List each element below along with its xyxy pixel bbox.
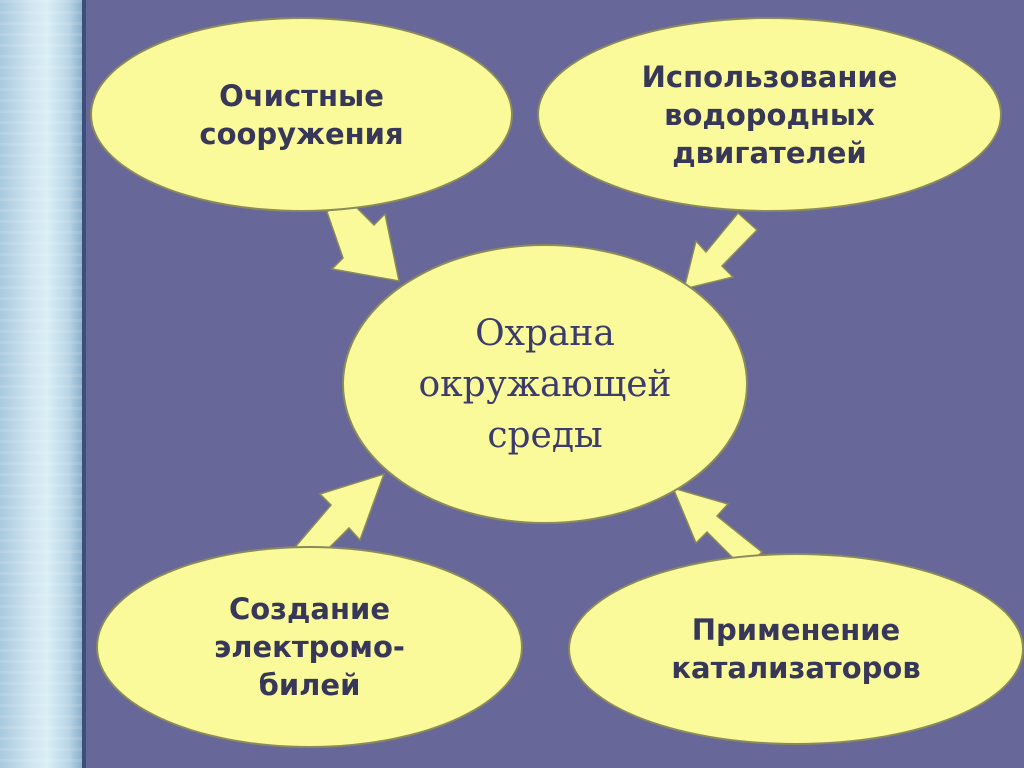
center-label: Охрана окружающей среды	[418, 312, 672, 456]
node-environmental-protection: Охрана окружающей среды	[342, 244, 748, 524]
node-treatment-facilities: Очистные сооружения	[90, 17, 513, 212]
decorative-left-strip	[0, 0, 86, 768]
node-label: Создание электромо- билей	[214, 592, 405, 702]
node-hydrogen-engines: Использование водородных двигателей	[537, 17, 1002, 212]
node-label: Использование водородных двигателей	[641, 59, 898, 170]
node-catalysts: Применение катализаторов	[568, 553, 1024, 745]
node-label: Применение катализаторов	[671, 613, 921, 685]
node-electric-cars: Создание электромо- билей	[96, 546, 523, 748]
arrow-top-right	[682, 211, 759, 291]
node-label: Очистные сооружения	[199, 78, 404, 151]
